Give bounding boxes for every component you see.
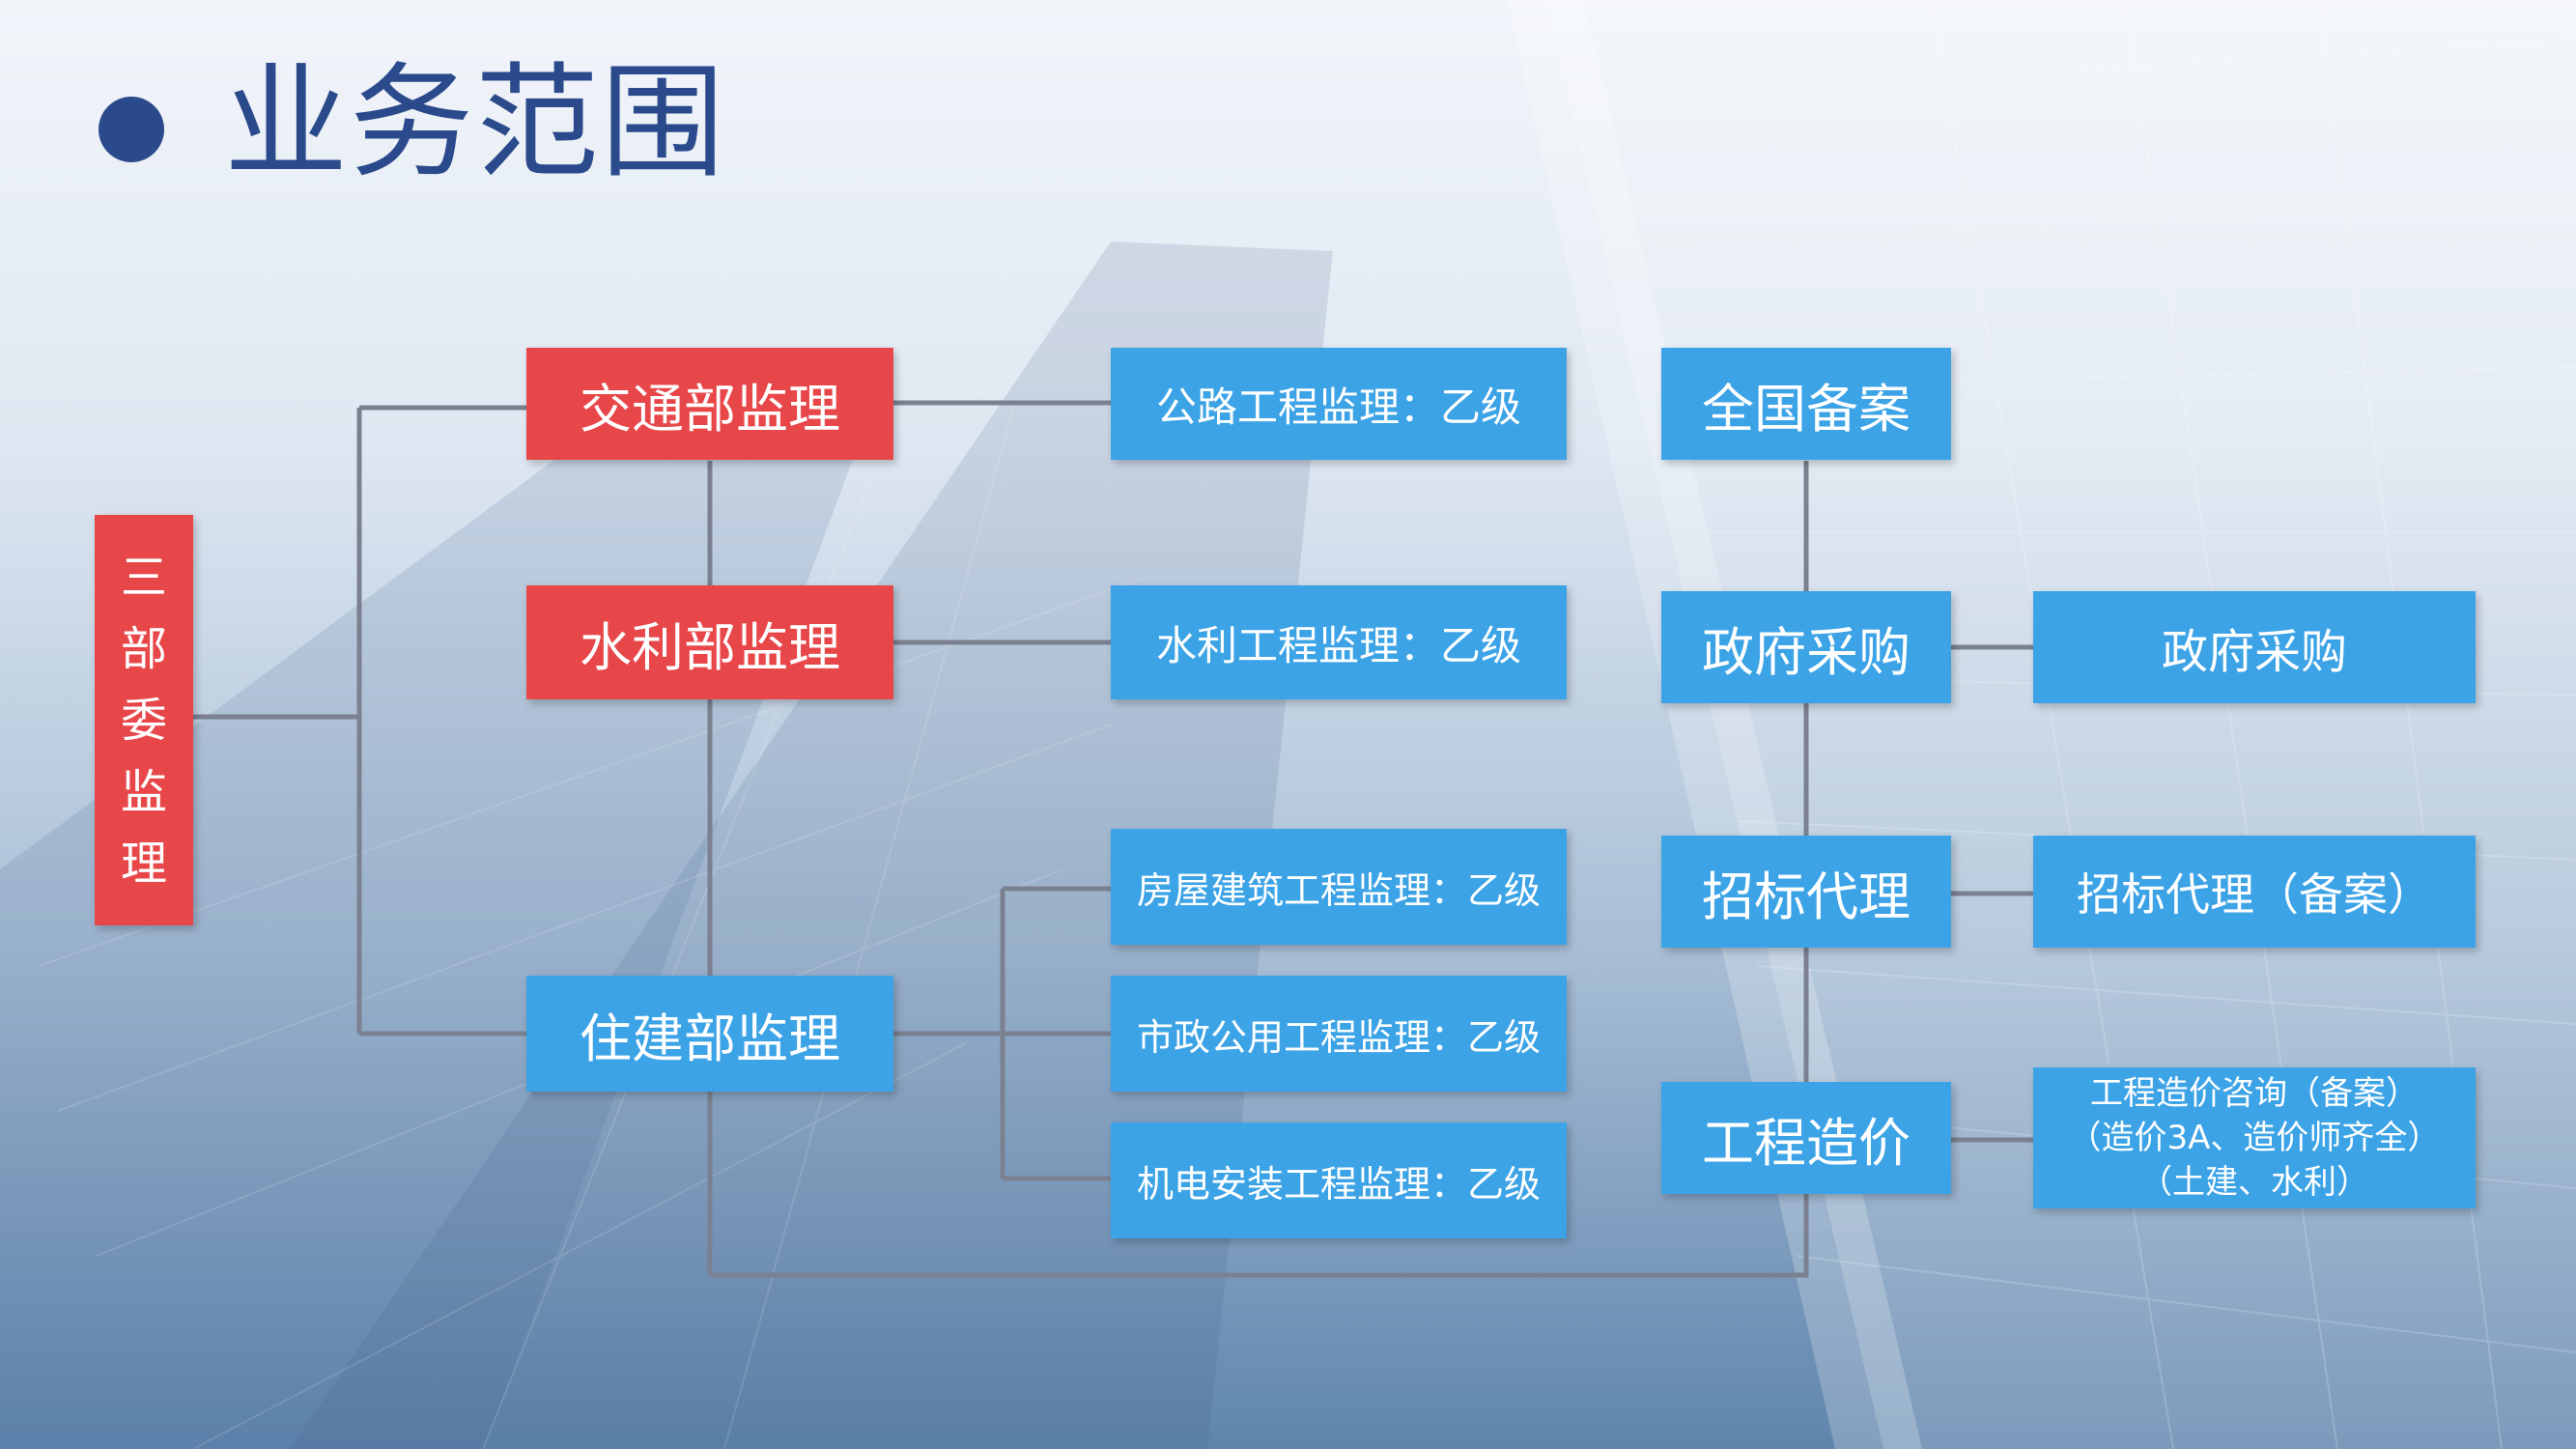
dept-label: 住建部监理 <box>580 1008 840 1069</box>
qual-label: 水利工程监理：乙级 <box>1155 621 1521 669</box>
qual-box-shuili: 水利工程监理：乙级 <box>1111 585 1567 699</box>
dept-box-jiaotong: 交通部监理 <box>526 348 893 460</box>
detail-label: 招标代理（备案） <box>2077 868 2432 921</box>
service-box-zaojia: 工程造价 <box>1661 1082 1951 1194</box>
qual-label: 市政公用工程监理：乙级 <box>1136 1015 1541 1059</box>
dept-box-zhujian: 住建部监理 <box>526 976 893 1092</box>
connector-bottom <box>710 1193 1809 1278</box>
qual-label: 公路工程监理：乙级 <box>1155 383 1521 431</box>
root-char: 理 <box>120 836 167 891</box>
service-box-quanguo: 全国备案 <box>1661 348 1951 460</box>
detail-line: （土建、水利） <box>2139 1163 2369 1202</box>
service-label: 招标代理 <box>1702 866 1911 927</box>
service-label: 全国备案 <box>1702 378 1911 440</box>
detail-label: 政府采购 <box>2161 625 2347 679</box>
page-title: 业务范围 <box>224 51 727 195</box>
qual-label: 机电安装工程监理：乙级 <box>1136 1162 1541 1206</box>
detail-box-zhengfu: 政府采购 <box>2033 591 2476 703</box>
qual-box-gonglu: 公路工程监理：乙级 <box>1111 348 1567 460</box>
qual-box-shizheng: 市政公用工程监理：乙级 <box>1111 976 1567 1092</box>
detail-line: 工程造价咨询（备案） <box>2090 1074 2419 1113</box>
dept-label: 水利部监理 <box>580 616 840 678</box>
root-char: 部 <box>120 621 167 676</box>
service-box-zhengfu: 政府采购 <box>1661 591 1951 703</box>
qual-box-jidian: 机电安装工程监理：乙级 <box>1111 1122 1567 1238</box>
service-box-zhaobiao: 招标代理 <box>1661 836 1951 948</box>
root-char: 委 <box>120 693 167 748</box>
root-box-sanbuwei-jianli: 三 部 委 监 理 <box>95 515 193 925</box>
root-vertical-label: 三 部 委 监 理 <box>95 542 193 899</box>
dept-box-shuili: 水利部监理 <box>526 585 893 699</box>
detail-line: （造价3A、造价师齐全） <box>2068 1119 2441 1157</box>
qual-label: 房屋建筑工程监理：乙级 <box>1136 868 1541 912</box>
detail-box-zhaobiao: 招标代理（备案） <box>2033 836 2476 948</box>
detail-box-zaojia: 工程造价咨询（备案） （造价3A、造价师齐全） （土建、水利） <box>2033 1067 2476 1208</box>
dept-label: 交通部监理 <box>580 378 840 440</box>
root-char: 三 <box>120 550 167 605</box>
title-bullet-icon <box>99 97 164 162</box>
root-char: 监 <box>120 764 167 819</box>
qual-box-fangwu: 房屋建筑工程监理：乙级 <box>1111 829 1567 945</box>
service-label: 工程造价 <box>1702 1112 1911 1174</box>
service-label: 政府采购 <box>1702 621 1911 683</box>
